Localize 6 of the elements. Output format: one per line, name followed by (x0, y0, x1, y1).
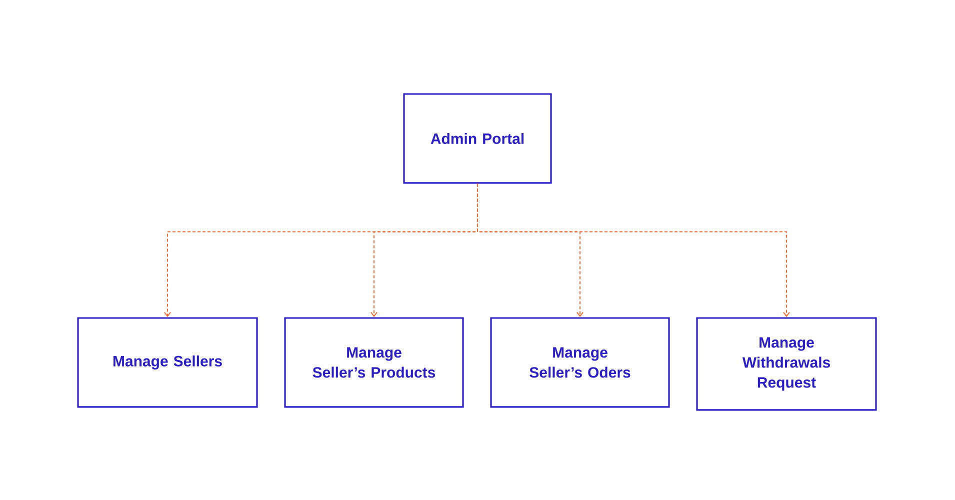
arrow (477, 183, 790, 318)
portal-box: Admin Portal (403, 93, 552, 184)
task-box: Manage Seller’s Oders (490, 317, 670, 408)
task-box: Manage Withdrawals Request (696, 317, 877, 411)
task-box: Manage Seller’s Products (284, 317, 464, 408)
task-box: Manage Sellers (77, 317, 258, 408)
